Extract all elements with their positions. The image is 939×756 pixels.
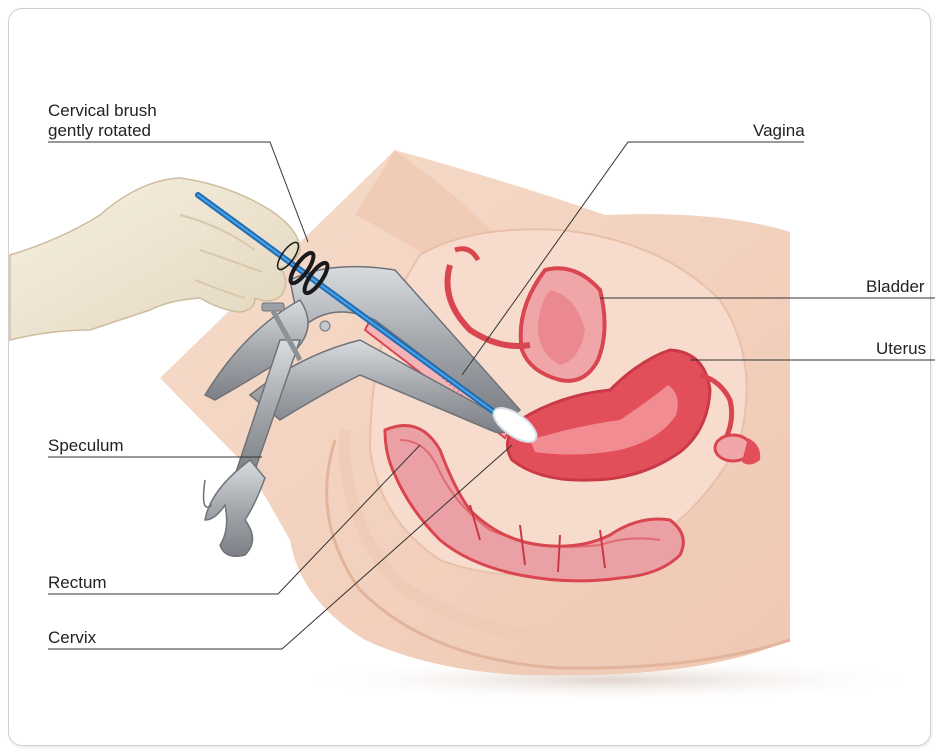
label-vagina: Vagina bbox=[753, 121, 805, 140]
label-cervical-brush-line2: gently rotated bbox=[48, 121, 151, 140]
label-cervix: Cervix bbox=[48, 628, 96, 647]
label-speculum: Speculum bbox=[48, 436, 124, 455]
label-rectum: Rectum bbox=[48, 573, 107, 592]
label-uterus: Uterus bbox=[876, 339, 926, 358]
label-bladder: Bladder bbox=[866, 277, 925, 296]
label-cervical-brush-line1: Cervical brush bbox=[48, 101, 157, 120]
